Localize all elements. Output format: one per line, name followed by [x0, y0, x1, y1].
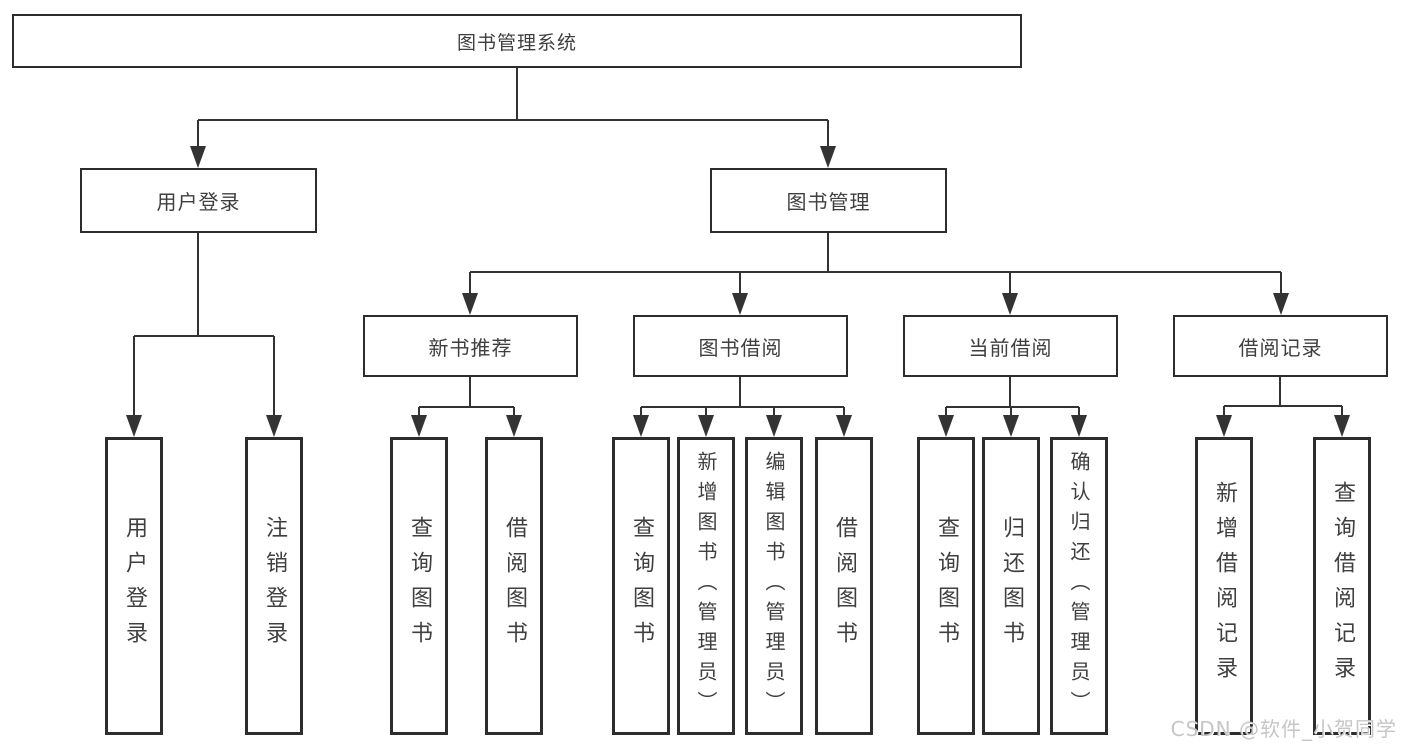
node-book-management: 图书管理: [710, 168, 947, 233]
node-new-book-recommend-label: 新书推荐: [428, 335, 513, 360]
node-current-borrow: 当前借阅: [903, 315, 1118, 377]
node-leaf-return-book-label: 归还图书: [999, 516, 1024, 656]
node-leaf-query-book-recommend-label: 查询图书: [407, 516, 432, 656]
node-leaf-add-borrow-record: 新增借阅记录: [1195, 437, 1253, 735]
node-user-login-label: 用户登录: [156, 190, 241, 214]
node-leaf-add-book-admin-label: 新增图书（管理员）: [694, 451, 718, 721]
node-leaf-borrow-book-recommend-label: 借阅图书: [502, 516, 527, 656]
node-book-borrow: 图书借阅: [633, 315, 848, 377]
node-leaf-add-book-admin: 新增图书（管理员）: [677, 437, 735, 735]
node-new-book-recommend: 新书推荐: [363, 315, 578, 377]
node-leaf-confirm-return-admin: 确认归还（管理员）: [1050, 437, 1108, 735]
node-leaf-query-book-current-label: 查询图书: [934, 516, 959, 656]
node-leaf-query-book-borrow: 查询图书: [612, 437, 670, 735]
node-borrow-records-label: 借阅记录: [1238, 335, 1323, 360]
node-root-label: 图书管理系统: [456, 31, 577, 54]
node-leaf-logout-label: 注销登录: [262, 516, 287, 656]
node-leaf-query-book-current: 查询图书: [917, 437, 975, 735]
node-leaf-borrow-book: 借阅图书: [815, 437, 873, 735]
node-book-management-label: 图书管理: [786, 190, 871, 214]
node-leaf-confirm-return-admin-label: 确认归还（管理员）: [1067, 451, 1091, 721]
node-root: 图书管理系统: [12, 14, 1022, 68]
node-leaf-logout: 注销登录: [245, 437, 303, 735]
node-leaf-borrow-book-recommend: 借阅图书: [485, 437, 543, 735]
node-leaf-edit-book-admin-label: 编辑图书（管理员）: [762, 451, 786, 721]
node-leaf-user-login: 用户登录: [105, 437, 163, 735]
node-book-borrow-label: 图书借阅: [698, 335, 783, 360]
node-leaf-query-borrow-record: 查询借阅记录: [1313, 437, 1371, 735]
node-leaf-edit-book-admin: 编辑图书（管理员）: [745, 437, 803, 735]
node-leaf-borrow-book-label: 借阅图书: [832, 516, 857, 656]
node-leaf-query-book-recommend: 查询图书: [390, 437, 448, 735]
watermark-text: CSDN @软件_小贺同学: [1170, 717, 1397, 741]
node-borrow-records: 借阅记录: [1173, 315, 1388, 377]
node-leaf-user-login-label: 用户登录: [122, 516, 147, 656]
node-leaf-add-borrow-record-label: 新增借阅记录: [1212, 481, 1237, 691]
node-user-login: 用户登录: [80, 168, 317, 233]
node-leaf-return-book: 归还图书: [982, 437, 1040, 735]
node-leaf-query-borrow-record-label: 查询借阅记录: [1330, 481, 1355, 691]
node-leaf-query-book-borrow-label: 查询图书: [629, 516, 654, 656]
node-current-borrow-label: 当前借阅: [968, 335, 1053, 360]
